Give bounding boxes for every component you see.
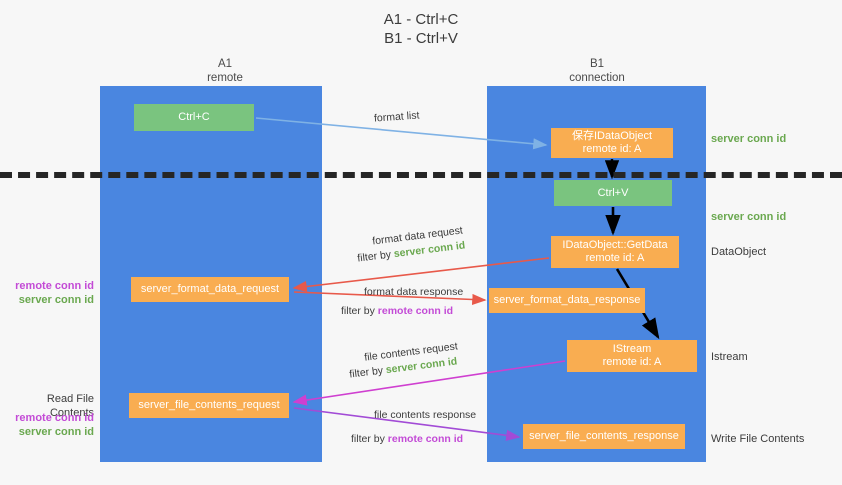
label-file-contents-response-filter: filter by remote conn id: [351, 432, 463, 446]
column-header-b1-name: B1: [589, 58, 605, 70]
title-line-1: A1 - Ctrl+C: [383, 11, 459, 28]
node-server-file-contents-request[interactable]: server_file_contents_request: [129, 393, 289, 418]
label-filter-prefix: filter by: [351, 433, 388, 445]
label-format-list: format list: [373, 109, 420, 125]
annotation-server-conn-id-2: server conn id: [18, 426, 94, 438]
node-istream-line2: remote id: A: [602, 356, 662, 368]
node-istream-line1: IStream: [612, 343, 652, 355]
annotation-remote-conn-id-2: remote conn id: [15, 412, 94, 424]
page-title: A1 - Ctrl+C B1 - Ctrl+V: [0, 10, 842, 48]
phase-divider: [0, 172, 842, 178]
annotation-read-file-contents: Read File Contents: [46, 393, 94, 419]
column-header-b1-sub: connection: [569, 72, 625, 84]
node-server-format-data-request-label: server_format_data_request: [140, 283, 280, 295]
column-header-a1: A1 remote: [100, 57, 350, 85]
title-line-2: B1 - Ctrl+V: [384, 30, 458, 47]
column-header-b1: B1 connection: [487, 57, 707, 85]
label-filter-value: remote conn id: [387, 433, 464, 445]
node-ctrl-c[interactable]: Ctrl+C: [134, 104, 254, 131]
node-idataobject-getdata-line2: remote id: A: [585, 252, 645, 264]
node-ctrl-c-label: Ctrl+C: [178, 111, 210, 123]
node-server-file-contents-response[interactable]: server_file_contents_response: [523, 424, 685, 449]
node-server-file-contents-response-label: server_file_contents_response: [529, 430, 679, 442]
node-idataobject-getdata-line1: IDataObject::GetData: [562, 239, 668, 251]
node-istream[interactable]: IStream remote id: A: [567, 340, 697, 372]
node-server-format-data-response-label: server_format_data_response: [493, 294, 641, 306]
node-server-format-data-response[interactable]: server_format_data_response: [489, 288, 645, 313]
label-filter-value: remote conn id: [377, 305, 454, 317]
node-save-idataobject[interactable]: 保存IDataObject remote id: A: [551, 128, 673, 158]
annotation-server-conn-id-mid: server conn id: [711, 211, 787, 223]
label-filter-prefix: filter by: [356, 248, 395, 265]
node-ctrl-v[interactable]: Ctrl+V: [554, 180, 672, 206]
node-ctrl-v-label: Ctrl+V: [597, 186, 629, 199]
annotation-server-conn-id-1: server conn id: [18, 294, 94, 306]
annotation-server-conn-id-top: server conn id: [711, 133, 787, 145]
node-save-idataobject-line2: remote id: A: [582, 143, 642, 155]
annotation-dataobject: DataObject: [711, 246, 767, 258]
annotation-left-conn-ids-format: remote conn id server conn id: [10, 279, 94, 307]
annotation-write-file-contents: Write File Contents: [711, 433, 805, 445]
label-format-data-response: format data response: [364, 286, 464, 298]
annotation-left-conn-ids-file: remote conn id server conn id: [10, 411, 94, 439]
annotation-istream: Istream: [711, 351, 748, 363]
label-filter-prefix: filter by: [341, 305, 378, 317]
column-header-a1-sub: remote: [207, 72, 243, 84]
column-header-a1-name: A1: [217, 58, 233, 70]
node-server-format-data-request[interactable]: server_format_data_request: [131, 277, 289, 302]
label-filter-prefix: filter by: [348, 364, 387, 381]
label-format-data-response-filter: filter by remote conn id: [341, 304, 453, 318]
annotation-remote-conn-id-1: remote conn id: [15, 280, 94, 292]
node-server-file-contents-request-label: server_file_contents_request: [138, 399, 280, 411]
node-save-idataobject-line1: 保存IDataObject: [571, 130, 653, 142]
label-file-contents-response: file contents response: [374, 409, 477, 421]
node-idataobject-getdata[interactable]: IDataObject::GetData remote id: A: [551, 236, 679, 268]
